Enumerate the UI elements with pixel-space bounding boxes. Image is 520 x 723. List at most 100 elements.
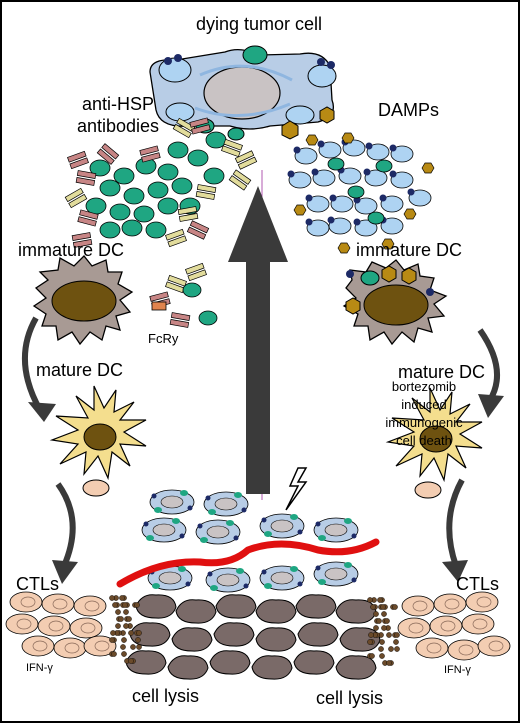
lysed-tumor-cells	[125, 594, 381, 680]
ctl-cell	[477, 635, 511, 657]
cytokine-dot	[136, 644, 142, 650]
small-tumor-cell	[147, 565, 193, 591]
ctl-cell	[9, 591, 43, 613]
hsp-protein	[367, 211, 385, 225]
cytokine-dot	[378, 646, 384, 652]
ctl-nucleus	[20, 596, 36, 608]
immature-dc-left-label: immature DC	[18, 240, 125, 260]
ctl-nucleus	[426, 642, 442, 654]
cytokine-dot	[120, 644, 126, 650]
ctl-cell	[69, 617, 103, 639]
cell-lysis-left-label: cell lysis	[132, 686, 200, 706]
hsp-protein	[113, 167, 135, 185]
arrow-left-lower	[52, 482, 78, 584]
ctl-cell	[461, 613, 495, 635]
hsp-protein	[89, 159, 111, 177]
ctl-cell	[73, 595, 107, 617]
central-arrow	[228, 186, 288, 494]
ctl-nucleus	[444, 598, 460, 610]
cytokine-dot	[111, 651, 117, 657]
antibody	[172, 117, 196, 139]
tumor-boundary-line	[116, 538, 380, 588]
cytokine-dot	[126, 616, 132, 622]
damp-dot	[305, 194, 313, 202]
cytokine-dot	[393, 639, 399, 645]
bortezomib-line-2: induced	[401, 397, 447, 412]
damp-dot	[327, 216, 335, 224]
lysed-cell	[255, 627, 297, 652]
cytokine-dot	[392, 604, 398, 610]
ctl-cell	[433, 593, 467, 615]
dying-tumor-cell	[149, 45, 337, 141]
cytokine-dot	[379, 639, 385, 645]
ctl-nucleus	[32, 640, 48, 652]
cytokine-dot	[384, 618, 390, 624]
hsp-antibody-cluster	[64, 117, 258, 328]
damp-dot	[287, 170, 295, 178]
damp-dot	[365, 142, 373, 150]
damp-molecule	[390, 171, 414, 189]
antibody	[221, 138, 243, 158]
antibody	[189, 117, 211, 135]
hsp-protein	[347, 185, 365, 199]
damp-hexagon	[403, 208, 417, 220]
fcry-label: FcRy	[148, 331, 179, 346]
cytokine-dot	[130, 644, 136, 650]
antibody	[75, 170, 97, 186]
small-tumor-cell	[203, 491, 249, 517]
damp-molecule	[342, 139, 366, 157]
cytokine-dot	[115, 623, 121, 629]
damp-molecule	[380, 195, 404, 213]
lysed-cell	[167, 655, 209, 680]
damp-molecule	[294, 147, 318, 165]
damp-hexagon	[293, 204, 307, 216]
ctl-cell	[37, 615, 71, 637]
ctl-nucleus	[80, 622, 96, 634]
arrow-left-upper	[21, 316, 56, 422]
cytokine-dot	[110, 630, 116, 636]
cytokine-dot	[381, 611, 387, 617]
damp-dot	[293, 146, 301, 154]
bortezomib-line-3: immunogenic	[385, 415, 463, 430]
small-tumor-cell	[313, 517, 359, 543]
hsp-protein	[145, 221, 167, 239]
ctl-nucleus	[84, 600, 100, 612]
damp-hexagon	[341, 132, 355, 144]
ctl-cluster-right	[397, 591, 511, 661]
small-tumor-cell	[205, 567, 251, 593]
lysed-cell	[255, 599, 297, 624]
hsp-protein	[121, 219, 143, 237]
lysed-cell	[209, 650, 251, 675]
cytokine-dot	[109, 595, 115, 601]
damp-molecule	[312, 169, 336, 187]
hsp-protein	[182, 282, 202, 298]
hsp-protein	[99, 179, 121, 197]
cytokine-dot	[121, 651, 127, 657]
cytokine-dot	[122, 602, 128, 608]
antibody	[177, 206, 199, 222]
damp-dot	[329, 194, 337, 202]
damp-molecule	[288, 171, 312, 189]
mature-dc-left-label: mature DC	[36, 360, 124, 380]
cytokine-dot	[376, 618, 382, 624]
lysed-cell	[339, 627, 381, 652]
ctl-cluster-left	[5, 591, 117, 659]
hsp-protein	[85, 197, 107, 215]
damp-molecule	[306, 195, 330, 213]
hsp-protein	[171, 177, 193, 195]
ctl-cell	[5, 613, 39, 635]
damp-molecule	[318, 141, 342, 159]
anti-hsp-label-line2: antibodies	[76, 116, 160, 136]
antibody	[228, 169, 252, 191]
cytokine-dot	[121, 637, 127, 643]
small-tumor-cell	[313, 561, 359, 587]
ctl-nucleus	[94, 640, 110, 652]
lysed-cell	[335, 655, 377, 680]
damp-dot	[317, 140, 325, 148]
ctl-nucleus	[472, 618, 488, 630]
ctl-nucleus	[488, 640, 504, 652]
hsp-protein	[157, 197, 179, 215]
